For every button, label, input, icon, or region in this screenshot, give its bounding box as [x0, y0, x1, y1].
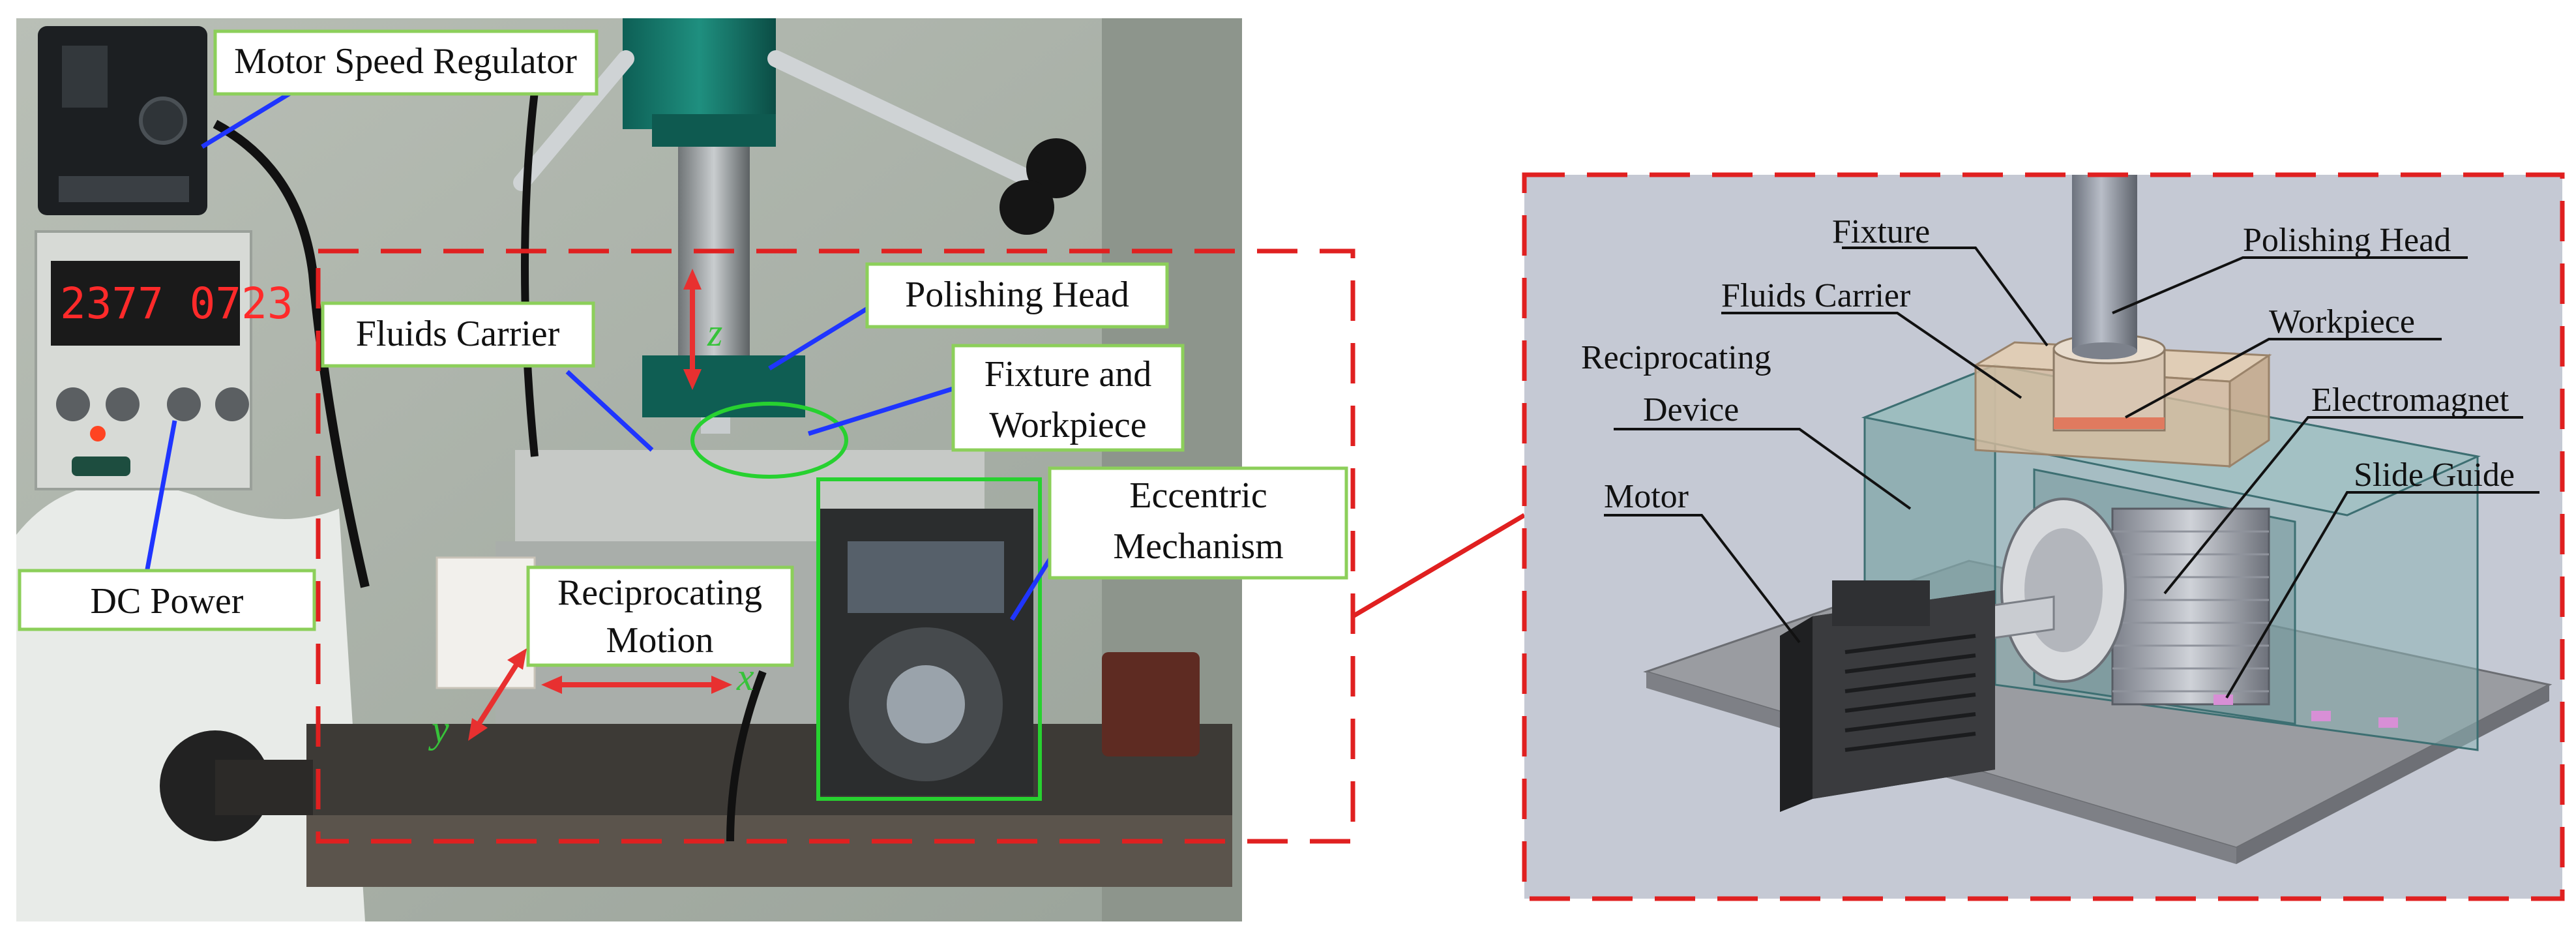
leader-motor-speed-regulator — [201, 91, 291, 149]
worktable — [160, 450, 1232, 887]
leader-cad-workpiece — [2125, 338, 2442, 419]
axis-y: y — [428, 648, 527, 751]
cad-slide-guide-pad — [2311, 711, 2331, 721]
cad-electromagnet — [2111, 507, 2270, 706]
cad-slide-guide-pad — [2378, 717, 2398, 728]
label-fixture-and-workpiece: Fixture and Workpiece — [951, 344, 1185, 452]
label-dc-power: DC Power — [18, 569, 316, 631]
cable — [521, 91, 539, 457]
label-reciprocating-motion: Reciprocating Motion — [526, 565, 794, 667]
svg-text:DC Power: DC Power — [91, 581, 244, 621]
svg-text:Reciprocating: Reciprocating — [557, 573, 762, 613]
leader-dc-power — [145, 420, 177, 570]
cad-workpiece — [2054, 417, 2165, 429]
svg-text:Polishing Head: Polishing Head — [905, 275, 1129, 315]
power-display-readout: 2377 0723 — [60, 278, 293, 329]
leader-cad-reciprocating-device — [1614, 428, 1912, 510]
leader-cad-fixture — [1842, 247, 2049, 347]
svg-text:Motor Speed Regulator: Motor Speed Regulator — [234, 41, 577, 82]
svg-text:Workpiece: Workpiece — [989, 405, 1146, 445]
eccentric-mechanism-highlight — [816, 477, 1042, 801]
eccentric-motor-photo — [818, 509, 1033, 796]
svg-text:Mechanism: Mechanism — [1113, 526, 1283, 567]
cad-panel: Fixture Polishing Head Fluids Carrier Wo… — [1522, 172, 2565, 901]
cad-label-electromagnet: Electromagnet — [2311, 382, 2509, 419]
speed-regulator-device — [38, 26, 207, 215]
axis-z-label: z — [707, 311, 722, 354]
cad-polishing-head — [2072, 175, 2137, 359]
leader-polishing-head — [768, 297, 885, 370]
leader-cad-electromagnet — [2163, 416, 2523, 595]
svg-text:Fixture and: Fixture and — [985, 354, 1152, 395]
leader-cad-motor — [1604, 514, 1801, 644]
svg-text:Fluids Carrier: Fluids Carrier — [356, 314, 560, 354]
cad-dashed-frame — [1522, 172, 2565, 901]
cad-motor — [1780, 580, 1995, 812]
cad-label-motor: Motor — [1604, 478, 1689, 515]
svg-text:Eccentric: Eccentric — [1129, 475, 1267, 516]
photo-panel: 2377 0723 — [16, 18, 1355, 921]
axis-z: z — [683, 269, 722, 390]
leader-cad-polishing-head — [2112, 256, 2468, 314]
svg-text:Motion: Motion — [606, 620, 714, 661]
cad-label-reciprocating-device-2: Device — [1643, 391, 1739, 428]
dc-power-supply: 2377 0723 — [35, 230, 293, 490]
leader-fluids-carrier — [565, 370, 654, 452]
cable — [213, 119, 370, 588]
label-motor-speed-regulator: Motor Speed Regulator — [213, 29, 599, 96]
cad-label-fixture: Fixture — [1832, 213, 1930, 250]
polishing-area-highlight — [690, 402, 848, 479]
connector-line — [1352, 513, 1526, 619]
cad-label-workpiece: Workpiece — [2269, 303, 2415, 340]
cable — [726, 670, 767, 842]
label-fluids-carrier: Fluids Carrier — [321, 301, 595, 368]
label-polishing-head: Polishing Head — [865, 262, 1169, 329]
note-paper — [436, 556, 536, 689]
cad-flange-inner — [2024, 528, 2103, 652]
leader-fixture-and-workpiece — [807, 385, 956, 436]
cad-slide-guide-pad — [2213, 695, 2233, 705]
cad-label-reciprocating-device-1: Reciprocating — [1581, 339, 1771, 376]
label-eccentric-mechanism: Eccentric Mechanism — [1048, 466, 1348, 580]
cad-label-slide-guide: Slide Guide — [2354, 457, 2515, 494]
leader-eccentric-mechanism — [1010, 553, 1055, 621]
axis-y-label: y — [428, 708, 449, 751]
cad-label-polishing-head: Polishing Head — [2243, 222, 2451, 259]
photo-dashed-frame — [316, 248, 1355, 844]
leader-cad-fluids-carrier — [1721, 312, 2022, 399]
leader-cad-slide-guide — [2225, 491, 2539, 699]
cad-label-fluids-carrier: Fluids Carrier — [1721, 277, 1910, 314]
